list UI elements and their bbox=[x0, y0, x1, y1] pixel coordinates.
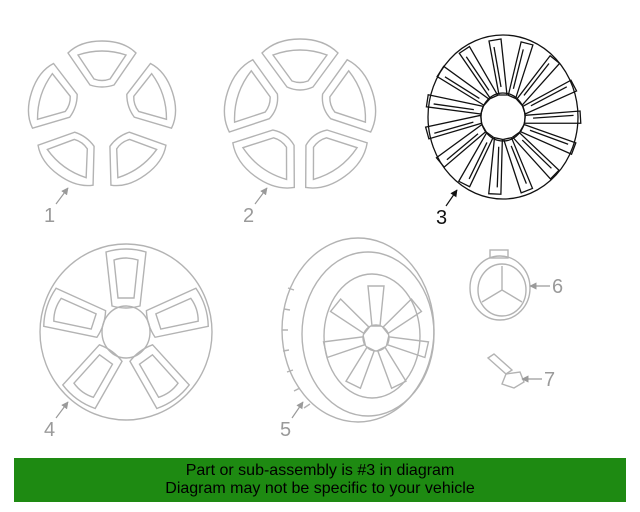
wheel-1-illustration[interactable] bbox=[20, 40, 184, 196]
callout-number-6: 6 bbox=[552, 276, 563, 298]
callout-1[interactable]: 1 bbox=[44, 187, 69, 227]
callout-number-1: 1 bbox=[44, 205, 55, 227]
callout-7[interactable]: 7 bbox=[521, 369, 555, 391]
banner-line-1: Part or sub-assembly is #3 in diagram bbox=[185, 462, 455, 479]
callout-6[interactable]: 6 bbox=[529, 276, 563, 298]
callout-number-2: 2 bbox=[243, 205, 254, 227]
callout-number-4: 4 bbox=[44, 419, 55, 441]
part-notice-banner: Part or sub-assembly is #3 in diagram Di… bbox=[14, 458, 626, 502]
lug-bolt-7-illustration[interactable] bbox=[486, 353, 525, 389]
wheel-3-illustration[interactable] bbox=[423, 34, 583, 200]
callout-2[interactable]: 2 bbox=[243, 187, 268, 227]
tire-5-illustration[interactable] bbox=[281, 237, 435, 423]
callout-3[interactable]: 3 bbox=[436, 189, 458, 229]
callout-number-7: 7 bbox=[544, 369, 555, 391]
callout-5[interactable]: 5 bbox=[280, 401, 304, 441]
callout-number-5: 5 bbox=[280, 419, 291, 441]
center-cap-6-illustration[interactable] bbox=[469, 249, 531, 321]
callout-4[interactable]: 4 bbox=[44, 401, 69, 441]
wheel-4-illustration[interactable] bbox=[39, 243, 213, 421]
callout-number-3: 3 bbox=[436, 207, 447, 229]
banner-line-2: Diagram may not be specific to your vehi… bbox=[165, 480, 475, 497]
parts-diagram: 1 2 3 4 5 6 7 bbox=[20, 34, 583, 441]
wheel-2-illustration[interactable] bbox=[215, 38, 385, 200]
